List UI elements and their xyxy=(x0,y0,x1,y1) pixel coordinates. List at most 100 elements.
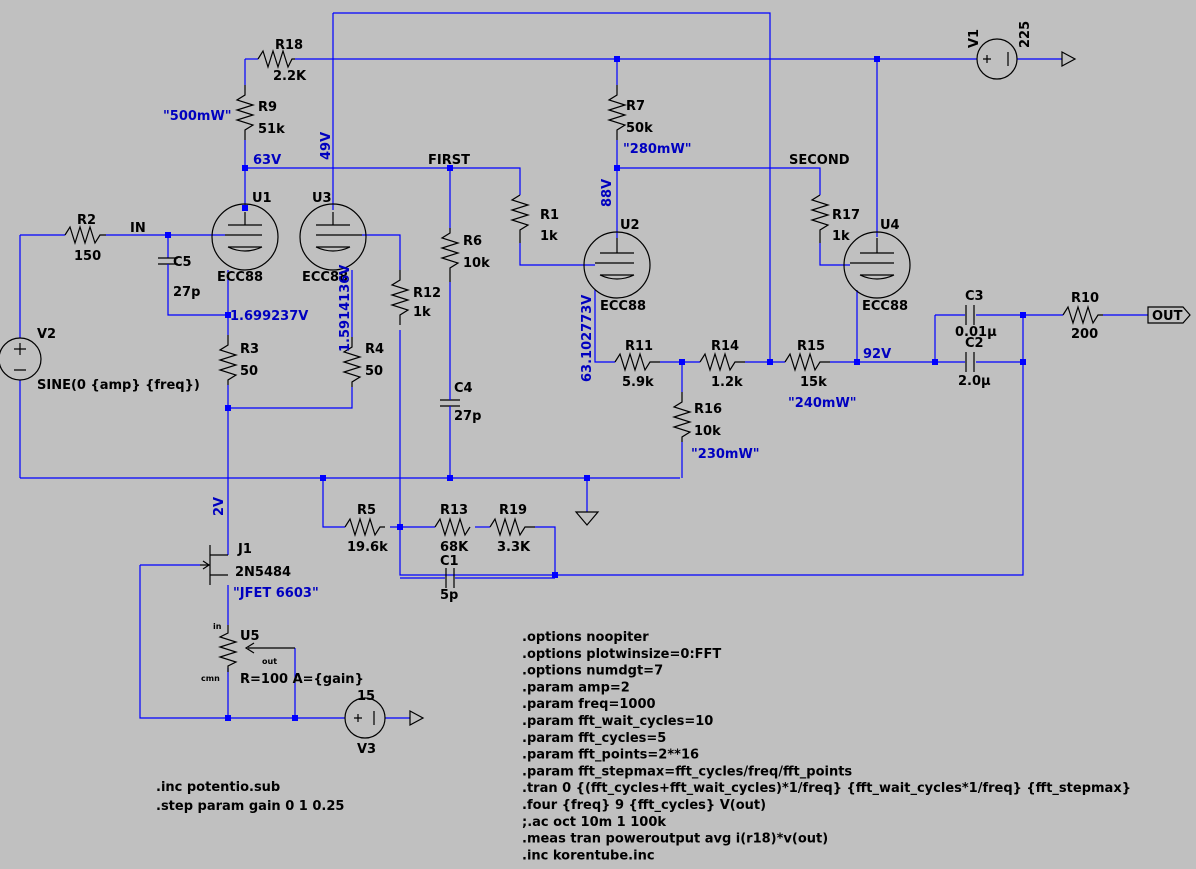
label-u1-ref: U1 xyxy=(252,191,272,206)
label-u5-pin-out: out xyxy=(262,657,277,666)
directive-line: .meas tran poweroutput avg i(r18)*v(out) xyxy=(522,832,828,847)
label-u2-ref: U2 xyxy=(620,218,640,233)
label-r18-value: 2.2K xyxy=(273,69,307,84)
label-u5-ref: U5 xyxy=(240,629,260,644)
label-r6-value: 10k xyxy=(463,256,490,271)
resistor-r1[interactable] xyxy=(509,194,531,243)
tube-u3[interactable] xyxy=(299,203,367,271)
resistor-r9[interactable] xyxy=(234,85,256,140)
resistor-r4[interactable] xyxy=(341,337,363,387)
label-r14-ref: R14 xyxy=(711,339,739,354)
directive-line: .options plotwinsize=0:FFT xyxy=(522,647,721,662)
label-u5-pin-cmn: cmn xyxy=(201,674,220,683)
label-u4-model: ECC88 xyxy=(862,299,908,314)
label-c3-ref: C3 xyxy=(965,289,984,304)
label-u5-pin-in: in xyxy=(213,622,222,631)
label-r1-ref: R1 xyxy=(540,208,559,223)
label-r5-ref: R5 xyxy=(357,503,376,518)
label-r6-ref: R6 xyxy=(463,234,482,249)
label-r7-ref: R7 xyxy=(626,99,645,114)
voltage-2v: 2V xyxy=(212,497,227,516)
label-r7-power: "280mW" xyxy=(623,142,692,157)
net-label-second: SECOND xyxy=(789,153,850,168)
label-r10-value: 200 xyxy=(1071,327,1098,342)
resistor-r6[interactable] xyxy=(439,228,461,282)
resistor-r15[interactable] xyxy=(784,351,830,373)
label-r18-ref: R18 xyxy=(275,38,303,53)
resistor-r12[interactable] xyxy=(389,270,411,325)
label-r13-value: 68K xyxy=(440,540,469,555)
resistor-r18[interactable] xyxy=(257,48,295,70)
label-r17-value: 1k xyxy=(832,229,850,244)
junctions xyxy=(165,56,1026,721)
resistor-r11[interactable] xyxy=(614,351,660,373)
label-r4-value: 50 xyxy=(365,364,383,379)
voltage-u2-cathode: 63.102773V xyxy=(580,295,595,382)
directive-line: .param fft_cycles=5 xyxy=(522,731,666,746)
label-r1-value: 1k xyxy=(540,229,558,244)
label-r15-ref: R15 xyxy=(797,339,825,354)
voltage-source-v2[interactable] xyxy=(0,337,42,381)
label-r16-value: 10k xyxy=(694,424,721,439)
resistor-r7[interactable] xyxy=(606,85,628,140)
jfet-j1[interactable] xyxy=(200,545,228,585)
label-r15-power: "240mW" xyxy=(788,396,857,411)
directive-line: .param fft_points=2**16 xyxy=(522,748,699,763)
capacitor-c1[interactable] xyxy=(445,568,455,588)
label-c3-value: 0.01µ xyxy=(955,325,997,340)
net-label-first: FIRST xyxy=(428,153,470,168)
label-r9-ref: R9 xyxy=(258,100,277,115)
label-r2-ref: R2 xyxy=(77,213,96,228)
resistor-r14[interactable] xyxy=(699,351,745,373)
resistor-r17[interactable] xyxy=(809,194,831,243)
directive-line: .options noopiter xyxy=(522,630,649,645)
label-v2-ref: V2 xyxy=(37,327,56,342)
voltage-88v: 88V xyxy=(600,179,615,207)
resistor-r16[interactable] xyxy=(671,392,693,442)
net-label-in: IN xyxy=(130,221,146,236)
supply-arrow-v3 xyxy=(409,709,425,727)
tube-u1[interactable] xyxy=(211,203,279,271)
resistor-r10[interactable] xyxy=(1062,304,1103,326)
label-c2-value: 2.0µ xyxy=(958,374,991,389)
voltage-63v: 63V xyxy=(253,153,281,168)
label-r11-ref: R11 xyxy=(625,339,653,354)
voltage-source-v1[interactable] xyxy=(976,38,1018,80)
label-c5-value: 27p xyxy=(173,285,200,300)
resistor-r5[interactable] xyxy=(344,516,385,538)
resistor-r2[interactable] xyxy=(64,224,106,246)
label-j1-ref: J1 xyxy=(237,542,252,557)
label-u4-ref: U4 xyxy=(880,218,900,233)
resistor-r13[interactable] xyxy=(434,516,471,538)
resistor-r19[interactable] xyxy=(489,516,535,538)
label-r3-ref: R3 xyxy=(240,342,259,357)
label-c2-ref: C2 xyxy=(965,336,984,351)
voltage-source-v3[interactable] xyxy=(344,697,386,739)
label-r9-power: "500mW" xyxy=(163,109,232,124)
resistor-r3[interactable] xyxy=(217,335,239,385)
label-u3-model: ECC88 xyxy=(302,270,348,285)
label-u2-model: ECC88 xyxy=(600,299,646,314)
capacitor-c5[interactable] xyxy=(158,257,178,280)
directive-line: .param fft_wait_cycles=10 xyxy=(522,714,713,729)
label-r12-ref: R12 xyxy=(413,286,441,301)
directive-line: .param fft_stepmax=fft_cycles/freq/fft_p… xyxy=(522,764,852,779)
label-r16-ref: R16 xyxy=(694,402,722,417)
label-r16-power: "230mW" xyxy=(691,447,760,462)
label-u1-model: ECC88 xyxy=(217,270,263,285)
capacitor-c3[interactable] xyxy=(965,305,975,325)
tube-u4[interactable] xyxy=(843,231,911,299)
directive-line: .tran 0 {(fft_cycles+fft_wait_cycles)*1/… xyxy=(522,781,1131,796)
capacitor-c2[interactable] xyxy=(965,352,975,372)
label-v1-ref: V1 xyxy=(967,29,982,48)
label-r9-value: 51k xyxy=(258,122,285,137)
out-port[interactable] xyxy=(1147,306,1191,324)
potentiometer-u5[interactable] xyxy=(217,625,295,672)
label-v1-value: 225 xyxy=(1018,21,1033,48)
label-r3-value: 50 xyxy=(240,364,258,379)
capacitor-c4[interactable] xyxy=(440,392,460,414)
tube-u2[interactable] xyxy=(583,231,651,299)
label-c4-ref: C4 xyxy=(454,381,473,396)
label-j1-model: 2N5484 xyxy=(235,565,291,580)
directive-line: .param amp=2 xyxy=(522,680,630,695)
